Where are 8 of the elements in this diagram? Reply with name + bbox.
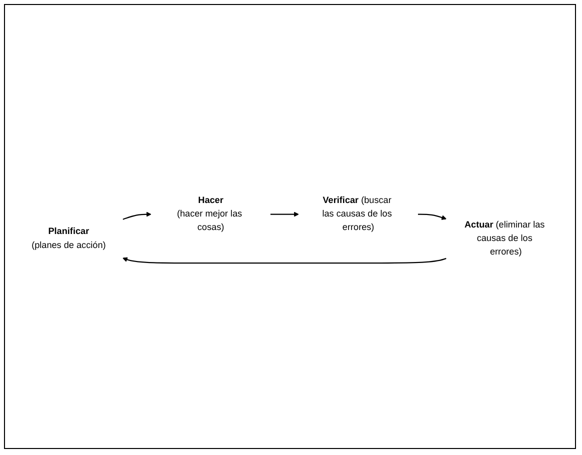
arrow bbox=[418, 214, 446, 220]
node-text: Hacer (hacer mejor las cosas) bbox=[176, 196, 242, 232]
node-text: Actuar (eliminar las causas de los errores) bbox=[464, 220, 545, 257]
node-text: Verificar (buscar las causas de los errores) bbox=[322, 196, 392, 232]
node-text: Planificar (planes de acción) bbox=[32, 226, 106, 250]
arrow bbox=[122, 257, 446, 264]
arrow bbox=[122, 212, 152, 220]
arrow bbox=[270, 212, 299, 217]
